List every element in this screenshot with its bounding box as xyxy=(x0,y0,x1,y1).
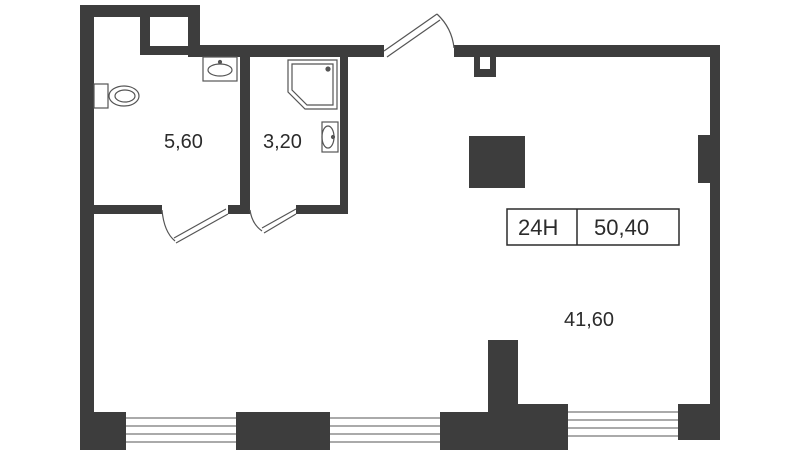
wall-top-middle xyxy=(188,45,384,57)
wall-left xyxy=(80,5,94,450)
column-right xyxy=(698,135,712,183)
bathroom-sink-icon xyxy=(202,56,238,82)
central-column xyxy=(469,136,525,188)
pier-bottom-right xyxy=(678,404,720,440)
doors xyxy=(161,13,455,244)
pier-bottom-left xyxy=(80,412,126,450)
total-area-label: 50,40 xyxy=(594,215,649,240)
unit-id-label: 24H xyxy=(518,215,558,240)
vent-shaft-left xyxy=(140,10,150,55)
window-left xyxy=(126,417,236,443)
window-right xyxy=(568,411,678,437)
pier-bottom-right-center xyxy=(518,404,568,450)
wall-partition-bath-shower xyxy=(240,55,250,213)
window-middle xyxy=(330,417,440,443)
wall-shower-bottom xyxy=(296,205,348,214)
windows xyxy=(126,411,678,443)
shower-door xyxy=(249,208,297,234)
partition-stub xyxy=(488,340,518,420)
shower-room-sink-icon xyxy=(321,121,339,153)
shower-room-area-label: 3,20 xyxy=(263,131,302,153)
vent-shaft-bottom xyxy=(140,46,200,55)
unit-tag-frame xyxy=(506,208,680,246)
wall-partition-shower-right xyxy=(340,55,348,213)
bathroom-door xyxy=(161,208,229,244)
fixtures xyxy=(93,56,339,153)
vent-shaft-right xyxy=(188,5,200,55)
wall-bath-bottom-left xyxy=(90,205,162,214)
shower-tray-icon xyxy=(287,59,338,110)
toilet-icon xyxy=(93,83,140,109)
main-room-area-label: 41,60 xyxy=(564,309,614,331)
pier-bottom-middle xyxy=(236,412,330,450)
entry-door xyxy=(383,13,455,58)
wall-right xyxy=(710,45,720,410)
walls xyxy=(80,5,720,450)
unit-tag: 24H 50,40 xyxy=(506,208,680,246)
wall-top-right xyxy=(454,45,720,57)
wall-bath-bottom-right xyxy=(228,205,250,214)
bathroom-area-label: 5,60 xyxy=(164,131,203,153)
niche-top-hole xyxy=(480,57,490,69)
